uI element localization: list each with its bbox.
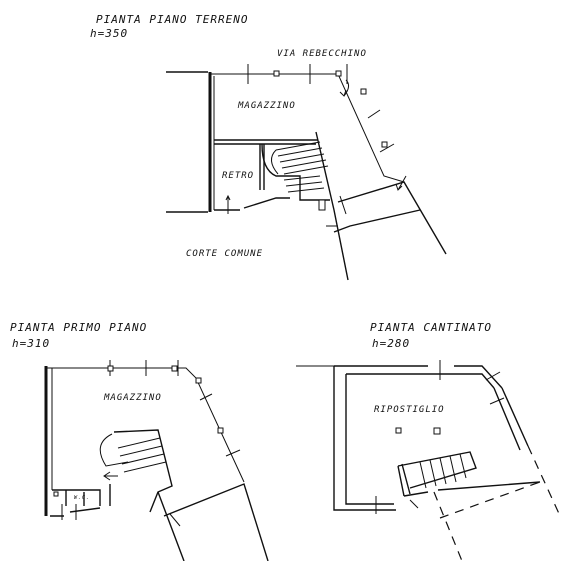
stair-wall xyxy=(261,143,330,201)
basement-title: PIANTA CANTINATO xyxy=(370,321,492,334)
staircase-icon xyxy=(419,453,467,489)
pillar xyxy=(318,199,326,211)
wall-bottom xyxy=(50,507,101,517)
first-floor-plan: PIANTA PRIMO PIANO h=310 MAGAZZINO W.C. xyxy=(10,321,269,561)
stair-steps xyxy=(283,175,325,193)
pillar xyxy=(433,427,441,435)
basement-room-ripostiglio: RIPOSTIGLIO xyxy=(374,405,445,415)
ground-floor-room-retro: RETRO xyxy=(222,171,254,181)
dimension-ticks xyxy=(109,360,241,457)
wall-front xyxy=(210,73,405,183)
dimension-ticks-lower xyxy=(61,504,77,520)
staircase-icon xyxy=(271,141,329,175)
wall-top xyxy=(334,365,503,389)
stair-wall xyxy=(113,429,173,513)
ground-floor-plan: PIANTA PIANO TERRENO h=350 VIA REBECCHIN… xyxy=(90,13,447,281)
entrance-arrow-icon xyxy=(339,79,350,97)
pillar xyxy=(335,70,342,77)
wall-left xyxy=(333,366,396,511)
pillar xyxy=(171,365,178,372)
projection-line-left xyxy=(433,491,463,561)
pillar xyxy=(195,377,202,384)
pillar xyxy=(107,365,114,372)
entry-arrow-icon xyxy=(103,471,118,481)
pillar xyxy=(360,88,367,95)
projection-line-right xyxy=(527,445,562,519)
fixture xyxy=(53,491,59,497)
basement-plan: PIANTA CANTINATO h=280 RIPOSTIGLIO xyxy=(296,321,562,561)
stair-wall xyxy=(397,451,477,497)
wc-walls xyxy=(52,484,111,506)
pillar xyxy=(217,427,224,434)
pillar xyxy=(273,70,280,77)
courtyard-label: CORTE COMUNE xyxy=(186,249,263,259)
wall-right xyxy=(493,387,529,451)
wall-top-inner xyxy=(346,373,495,389)
first-floor-room-magazzino: MAGAZZINO xyxy=(103,393,162,403)
wall-adjacent-building xyxy=(157,483,269,561)
first-floor-title: PIANTA PRIMO PIANO xyxy=(10,321,147,334)
dimension-tick xyxy=(169,513,181,527)
staircase-icon xyxy=(99,433,167,473)
entry-arrow-icon xyxy=(225,194,231,214)
basement-height: h=280 xyxy=(372,337,410,350)
dimension-ticks xyxy=(296,360,505,514)
dimension-ticks xyxy=(247,64,395,153)
projection-line-mid xyxy=(439,481,541,519)
street-label: VIA REBECCHINO xyxy=(277,49,367,59)
ground-floor-title: PIANTA PIANO TERRENO xyxy=(96,13,248,26)
pillar xyxy=(381,141,388,148)
partition-wall-vertical xyxy=(259,144,265,190)
dimension-ticks-lower xyxy=(326,195,347,227)
wc-label: W.C. xyxy=(74,495,90,501)
dimension-tick xyxy=(409,499,419,509)
pillar xyxy=(395,427,402,434)
door-opening xyxy=(214,197,290,211)
first-floor-height: h=310 xyxy=(12,337,50,350)
wall-front xyxy=(46,367,245,483)
ground-floor-room-magazzino: MAGAZZINO xyxy=(237,101,296,111)
partition-wall xyxy=(214,139,318,145)
ground-floor-height: h=350 xyxy=(90,27,128,40)
wall-side xyxy=(315,131,349,281)
wall-adjacent-building xyxy=(333,181,447,255)
wall-lower xyxy=(403,481,541,497)
